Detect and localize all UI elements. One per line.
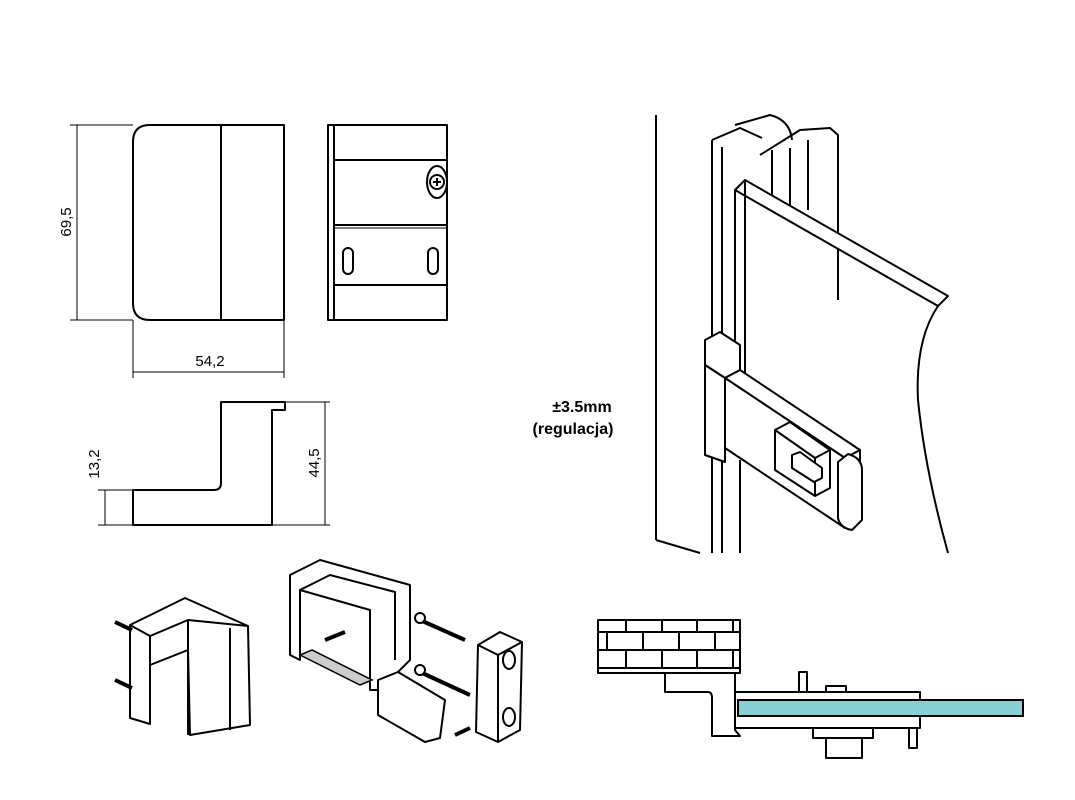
bracket-isometric (114, 597, 251, 736)
back-view (327, 124, 448, 321)
adjustment-range: ±3.5mm (552, 399, 611, 416)
profile-height-label: 44,5 (306, 448, 323, 477)
housing-exploded (289, 559, 523, 743)
adjustment-label: (regulacja) (533, 421, 614, 438)
glass-mount-section (597, 619, 1024, 759)
installation-perspective (655, 114, 949, 554)
screw-slot-icon (426, 165, 448, 199)
glass-panel (737, 699, 1024, 717)
profile-view: 13,2 44,5 (86, 401, 330, 526)
height-dimension-label: 69,5 (58, 207, 75, 236)
front-view: 69,5 54,2 (58, 124, 285, 378)
lip-dimension-label: 13,2 (86, 449, 103, 478)
width-dimension-label: 54,2 (195, 353, 224, 370)
